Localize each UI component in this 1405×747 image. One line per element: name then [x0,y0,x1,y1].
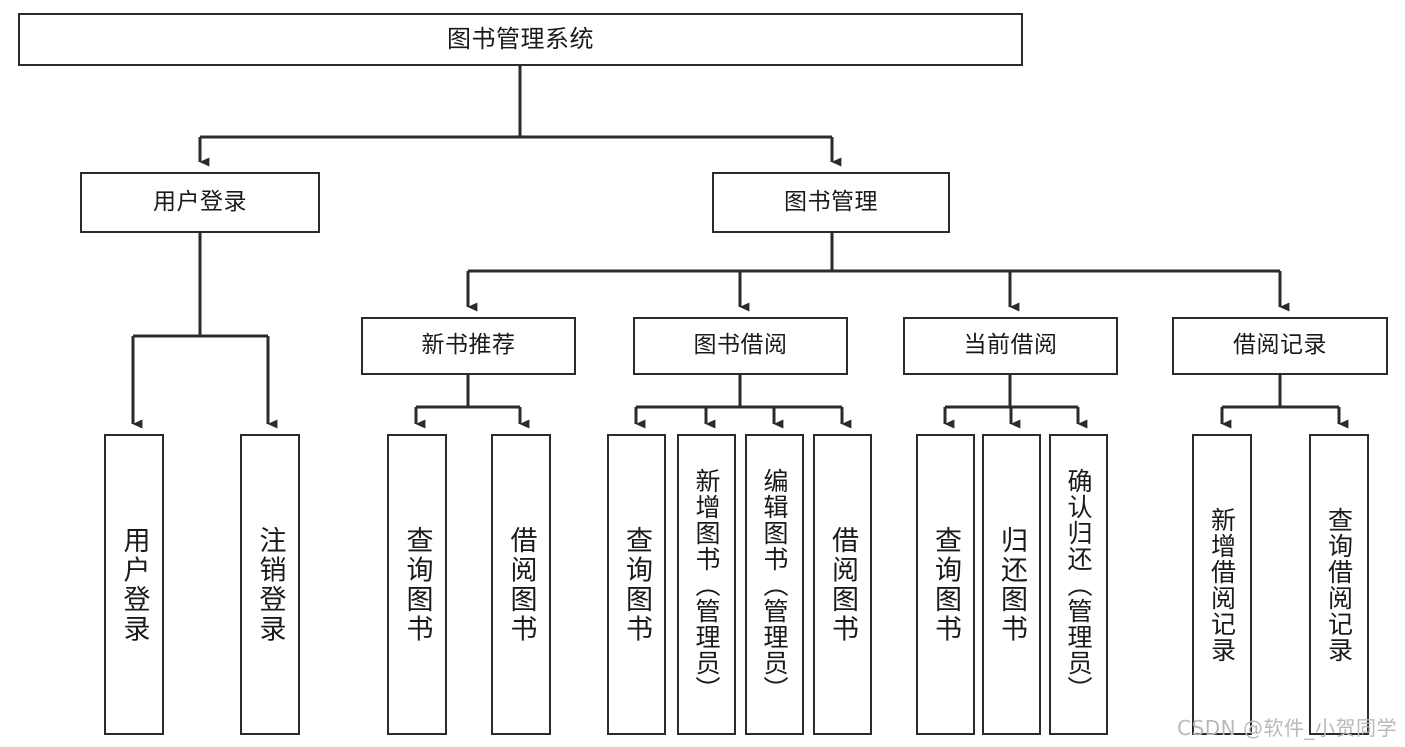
leaf-query-borrow-record[interactable]: 查询借阅记录 [1309,434,1369,735]
node-root-system[interactable]: 图书管理系统 [18,13,1023,66]
leaf-confirm-return-admin[interactable]: 确认归还（管理员） [1049,434,1108,735]
leaf-add-borrow-record[interactable]: 新增借阅记录 [1192,434,1252,735]
node-label: 图书借阅 [693,332,788,359]
csdn-watermark: CSDN @软件_小贺同学 [1177,716,1397,740]
leaf-return-book[interactable]: 归还图书 [982,434,1041,735]
leaf-query-book-current[interactable]: 查询图书 [916,434,975,735]
node-user-login[interactable]: 用户登录 [80,172,320,233]
node-current-borrow[interactable]: 当前借阅 [903,317,1118,375]
node-label: 查询图书 [930,525,961,644]
node-label: 确认归还（管理员） [1064,467,1093,702]
node-book-borrow[interactable]: 图书借阅 [633,317,848,375]
node-label: 借阅图书 [827,525,858,644]
node-book-management[interactable]: 图书管理 [712,172,950,233]
node-label: 用户登录 [118,525,150,644]
node-borrow-records[interactable]: 借阅记录 [1172,317,1388,375]
leaf-edit-book-admin[interactable]: 编辑图书（管理员） [745,434,804,735]
node-label: 新增借阅记录 [1207,506,1237,663]
node-label: 编辑图书（管理员） [760,467,789,702]
node-label: 借阅图书 [505,525,537,644]
node-label: 当前借阅 [963,332,1058,359]
leaf-logout[interactable]: 注销登录 [240,434,300,735]
node-label: 用户登录 [153,188,247,215]
node-label: 查询图书 [621,525,652,644]
node-new-book-recommend[interactable]: 新书推荐 [361,317,576,375]
leaf-add-book-admin[interactable]: 新增图书（管理员） [677,434,736,735]
leaf-query-book-recommend[interactable]: 查询图书 [387,434,447,735]
node-label: 查询图书 [401,525,433,644]
leaf-query-book-borrow[interactable]: 查询图书 [607,434,666,735]
node-label: 注销登录 [254,525,286,644]
node-label: 查询借阅记录 [1324,506,1354,663]
node-label: 新书推荐 [421,332,516,359]
node-label: 图书管理系统 [447,25,594,54]
node-label: 图书管理 [784,188,878,215]
leaf-borrow-book[interactable]: 借阅图书 [813,434,872,735]
node-label: 新增图书（管理员） [692,467,721,702]
leaf-user-login[interactable]: 用户登录 [104,434,164,735]
node-label: 归还图书 [996,525,1027,644]
leaf-borrow-book-recommend[interactable]: 借阅图书 [491,434,551,735]
node-label: 借阅记录 [1233,332,1327,359]
